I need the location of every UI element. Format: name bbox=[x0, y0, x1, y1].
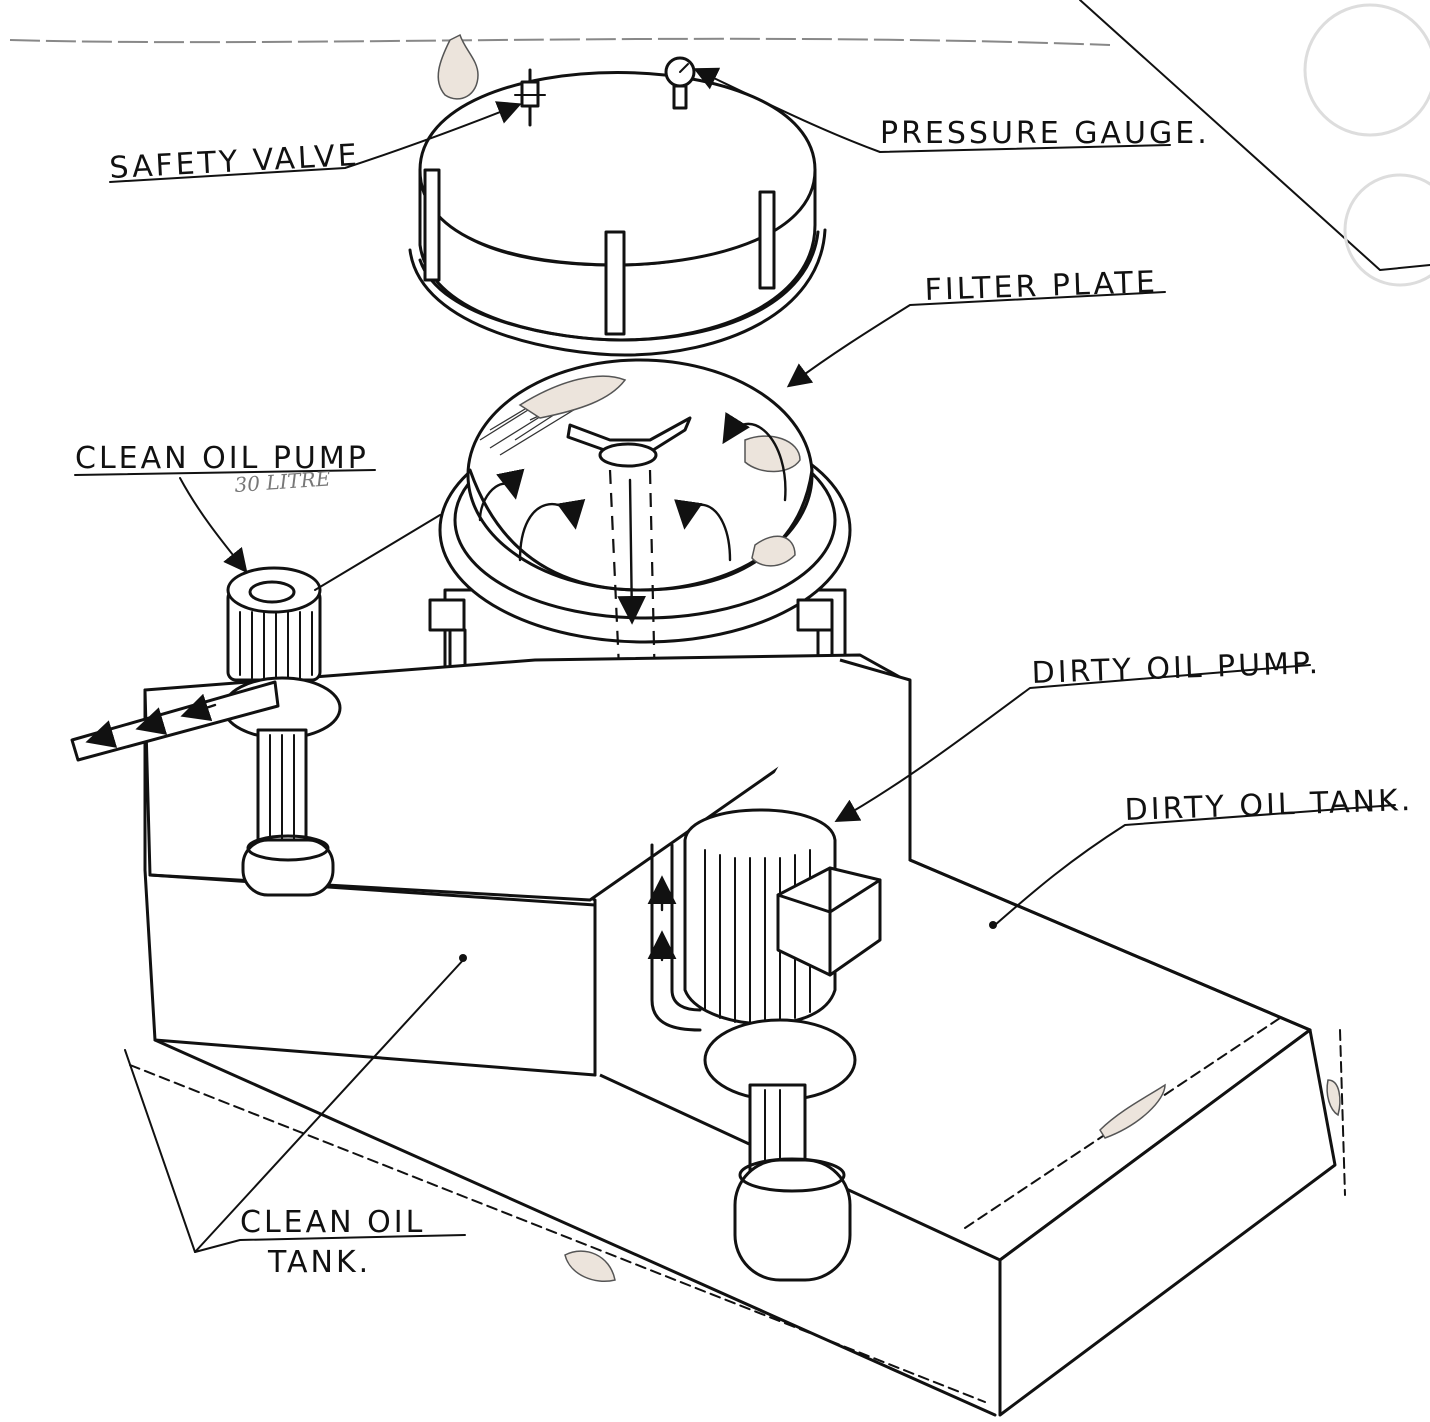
clean-oil-pump-vessel-leader bbox=[314, 514, 441, 591]
lid-stain bbox=[437, 33, 479, 100]
tank-stain bbox=[1326, 1079, 1341, 1117]
width-dimension-line bbox=[964, 1017, 1281, 1229]
dirty-oil-pump bbox=[647, 808, 882, 1282]
tank-stain bbox=[1099, 1083, 1166, 1139]
paper-stain-circle bbox=[1303, 3, 1430, 137]
dirty-oil-tank-leader bbox=[994, 804, 1396, 926]
paper-stain-circle bbox=[1343, 173, 1430, 287]
tank-stain bbox=[564, 1250, 616, 1282]
clean-oil-tank-leader bbox=[194, 957, 466, 1253]
height-dimension-line bbox=[1339, 1029, 1346, 1196]
clean-oil-pump-label: CLEAN OIL PUMP bbox=[75, 441, 369, 476]
clean-oil-pump-leader bbox=[74, 469, 376, 570]
paper-edge bbox=[1079, 0, 1430, 271]
paper-tear-line bbox=[9, 37, 1111, 46]
safety-valve bbox=[514, 68, 546, 127]
clean-oil-tank-label-line1: CLEAN OIL bbox=[240, 1205, 425, 1240]
dirty-oil-pump-leader bbox=[834, 664, 1311, 822]
clean-oil-tank-base bbox=[153, 1038, 997, 1417]
safety-valve-leader bbox=[109, 101, 522, 183]
length-dimension-line bbox=[129, 1064, 986, 1403]
clean-oil-pump bbox=[70, 566, 342, 897]
filter-plate-leader bbox=[786, 291, 1166, 388]
clean-oil-tank-dot bbox=[459, 954, 467, 962]
clean-oil-tank-leader-2 bbox=[124, 1049, 196, 1253]
pressure-gauge-leader bbox=[693, 67, 1171, 153]
clean-oil-tank-label-line2: TANK. bbox=[267, 1245, 371, 1280]
dirty-oil-tank-dot bbox=[989, 921, 997, 929]
filter-plate-label: FILTER PLATE bbox=[924, 265, 1158, 308]
pressure-gauge-label: PRESSURE GAUGE. bbox=[880, 116, 1210, 151]
